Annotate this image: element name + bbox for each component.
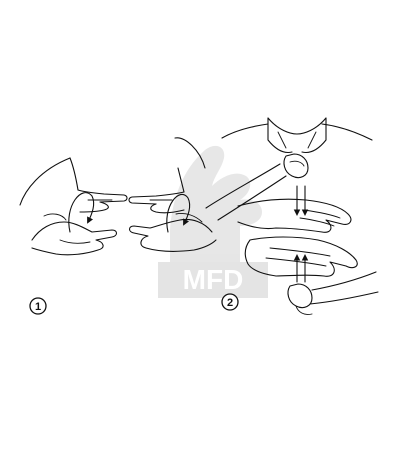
figure-1-illustration: 1 [19, 137, 217, 315]
figure-1-number: 1 [35, 301, 41, 313]
figure-2-number-badge: 2 [221, 293, 239, 311]
figure-2-number: 2 [227, 297, 233, 309]
figure-1-number-badge: 1 [29, 297, 47, 315]
watermark-text: MFD [183, 264, 244, 295]
watermark-logo: MFD [158, 145, 268, 298]
figure-2-illustration: 2 [205, 117, 379, 315]
